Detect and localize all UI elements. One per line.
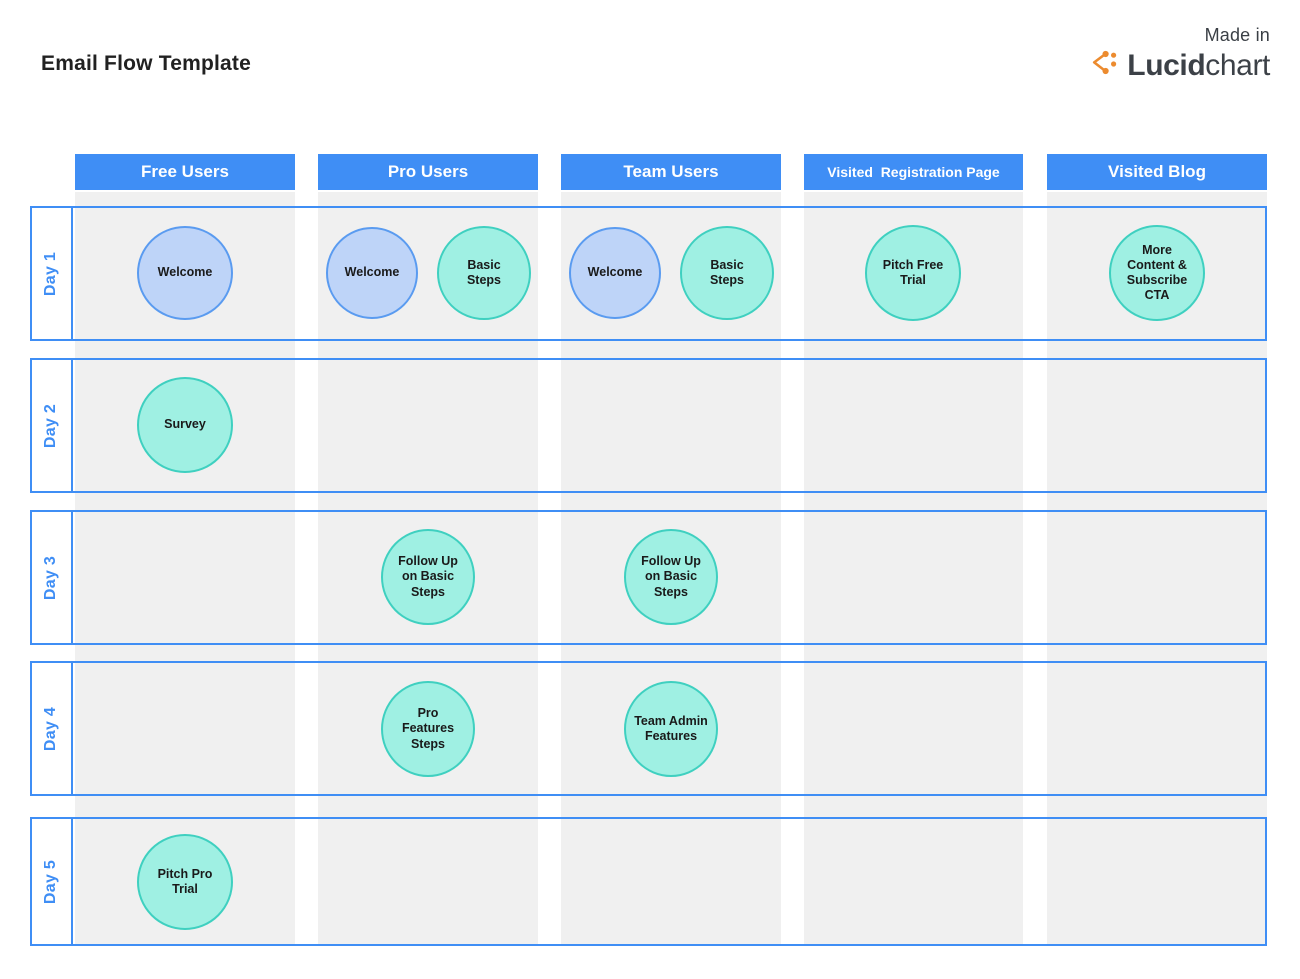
email-node-n10[interactable]: Follow Up on Basic Steps (624, 529, 718, 625)
column-header-visited-registration-page[interactable]: Visited Registration Page (804, 154, 1023, 190)
day-label-text: Day 4 (42, 706, 60, 751)
day-label-cell-day-5[interactable]: Day 5 (32, 819, 73, 944)
column-header-free-users[interactable]: Free Users (75, 154, 295, 190)
email-node-n2[interactable]: Welcome (326, 227, 418, 319)
email-node-n6[interactable]: Pitch Free Trial (865, 225, 961, 321)
email-node-n3[interactable]: Basic Steps (437, 226, 531, 320)
email-node-n13[interactable]: Pitch Pro Trial (137, 834, 233, 930)
email-node-n4[interactable]: Welcome (569, 227, 661, 319)
row-band-day-4: Day 4 (30, 661, 1267, 796)
brand-name-regular: chart (1205, 48, 1270, 82)
column-header-pro-users[interactable]: Pro Users (318, 154, 538, 190)
column-header-visited-blog[interactable]: Visited Blog (1047, 154, 1267, 190)
brand-name-bold: Lucid (1127, 48, 1206, 82)
made-in-label: Made in (1204, 25, 1270, 45)
email-node-n11[interactable]: Pro Features Steps (381, 681, 475, 777)
day-label-cell-day-2[interactable]: Day 2 (32, 360, 73, 491)
row-band-day-2: Day 2 (30, 358, 1267, 493)
day-label-cell-day-1[interactable]: Day 1 (32, 208, 73, 339)
email-node-n12[interactable]: Team Admin Features (624, 681, 718, 777)
page-title: Email Flow Template (41, 52, 251, 75)
day-label-cell-day-3[interactable]: Day 3 (32, 512, 73, 643)
email-node-n5[interactable]: Basic Steps (680, 226, 774, 320)
day-label-text: Day 2 (42, 403, 60, 448)
email-node-n7[interactable]: More Content & Subscribe CTA (1109, 225, 1205, 321)
lucidchart-wordmark: Lucidchart (1127, 48, 1270, 82)
day-label-text: Day 1 (42, 251, 60, 296)
day-label-text: Day 5 (42, 859, 60, 904)
row-band-day-5: Day 5 (30, 817, 1267, 946)
row-band-day-1: Day 1 (30, 206, 1267, 341)
lucidchart-logo-icon (1088, 50, 1118, 81)
email-node-n9[interactable]: Follow Up on Basic Steps (381, 529, 475, 625)
row-band-day-3: Day 3 (30, 510, 1267, 645)
column-header-team-users[interactable]: Team Users (561, 154, 781, 190)
day-label-text: Day 3 (42, 555, 60, 600)
email-node-n1[interactable]: Welcome (137, 226, 233, 320)
day-label-cell-day-4[interactable]: Day 4 (32, 663, 73, 794)
lucidchart-brand: Made in Lucidchart (1088, 26, 1270, 81)
email-node-n8[interactable]: Survey (137, 377, 233, 473)
